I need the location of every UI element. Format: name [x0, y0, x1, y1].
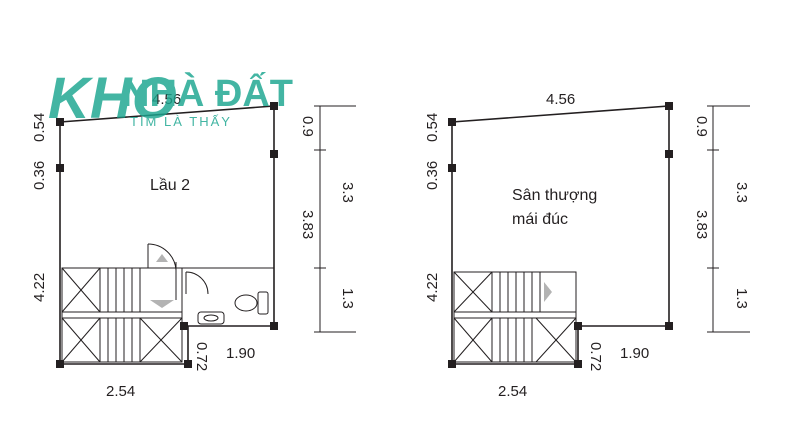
plan-2-post [448, 360, 456, 368]
plan-2-height-chain [707, 105, 750, 333]
plan-1-dim-right-top: 0.9 [299, 116, 316, 137]
watermark-logo: KHO NHÀ ĐẤT TÌM LÀ THẤY [48, 66, 293, 131]
plan-2-post [448, 118, 456, 126]
logo-tagline: TÌM LÀ THẤY [130, 114, 232, 129]
plan-1-post [56, 164, 64, 172]
plan-2-dim-chain-top: 3.3 [733, 182, 750, 203]
plan-1-stairs [61, 267, 183, 363]
plan-1-post [56, 360, 64, 368]
plan-1-height-chain [314, 105, 356, 333]
plan-1-dim-top: 4.56 [152, 91, 181, 108]
plan-1-door [147, 243, 177, 308]
plan-2-post [448, 164, 456, 172]
plan-2-room-label-line-1: Sân thượng [512, 187, 597, 204]
plan-2-dim-left-bottom: 4.22 [424, 273, 441, 302]
plan-2-dim-right-main: 3.83 [693, 210, 710, 239]
plan-2-dim-bottom-right: 1.90 [620, 345, 649, 362]
plan-2-dim-left-top: 0.54 [424, 113, 441, 142]
plan-1-dim-left-top: 0.54 [31, 113, 48, 142]
plan-1-dim-chain-top: 3.3 [339, 182, 356, 203]
plan-1-post [270, 150, 278, 158]
plan-1-stair-down-arrow [150, 300, 174, 308]
plan-1-dim-bottom-left: 2.54 [106, 383, 135, 400]
plan-1-stair-up-arrow [156, 254, 168, 262]
plan-1-post [56, 118, 64, 126]
plan-1-post [184, 360, 192, 368]
plan-2-stairs [453, 271, 577, 363]
plan-1-dim-right-main: 3.83 [299, 210, 316, 239]
plan-lau-2 [56, 102, 356, 368]
plan-2-post [665, 102, 673, 110]
plan-2-room-label-line-2: mái đúc [512, 211, 568, 228]
plan-2-outline [451, 105, 670, 365]
plan-1-outline [59, 105, 275, 365]
plan-2-stair-arrow [544, 282, 552, 302]
plan-2-dim-top: 4.56 [546, 91, 575, 108]
logo-brand: KHO [48, 66, 177, 131]
logo-name: NHÀ ĐẤT [122, 71, 293, 115]
plan-1-dim-chain-bottom: 1.3 [339, 288, 356, 309]
plan-2-dim-chain-bottom: 1.3 [733, 288, 750, 309]
plan-2-dim-right-top: 0.9 [693, 116, 710, 137]
plan-1-dim-notch: 0.72 [193, 342, 210, 371]
plan-2-post [665, 322, 673, 330]
plan-1-dim-left-bottom: 4.22 [31, 273, 48, 302]
plan-1-wc [181, 267, 275, 327]
plan-1-dim-bottom-right: 1.90 [226, 345, 255, 362]
plan-2-dim-notch: 0.72 [587, 342, 604, 371]
plan-2-dim-bottom-left: 2.54 [498, 383, 527, 400]
plan-2-post [574, 322, 582, 330]
plan-san-thuong [448, 102, 750, 368]
plan-1-room-label: Lầu 2 [150, 177, 190, 194]
plan-1-post [270, 102, 278, 110]
plan-1-dim-left-mid: 0.36 [31, 161, 48, 190]
plan-2-post [665, 150, 673, 158]
plan-2-post [574, 360, 582, 368]
plan-2-dim-left-mid: 0.36 [424, 161, 441, 190]
